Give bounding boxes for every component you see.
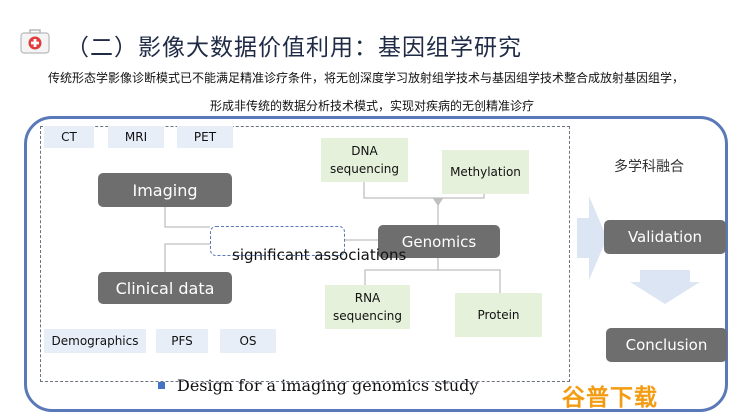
conclusion-node: Conclusion: [606, 328, 727, 362]
modality-pet: PET: [177, 126, 233, 148]
imaging-node: Imaging: [98, 173, 232, 207]
bullet-square-icon: [158, 382, 165, 389]
slide-title: （二）影像大数据价值利用：基因组学研究: [66, 35, 522, 61]
methylation-box: Methylation: [442, 150, 529, 194]
modality-ct: CT: [44, 126, 94, 148]
protein-box: Protein: [455, 293, 542, 337]
subtitle-line-2: 形成非传统的数据分析技术模式，实现对疾病的无创精准诊疗: [210, 99, 535, 113]
multidisciplinary-label: 多学科融合: [614, 159, 684, 175]
medical-kit-icon: [20, 29, 50, 54]
modality-mri: MRI: [108, 126, 164, 148]
watermark-logo: 谷普下载: [562, 385, 658, 411]
dna-sequencing-box: DNA sequencing: [321, 138, 408, 182]
clinical-item-os: OS: [220, 329, 276, 353]
clinical-data-node: Clinical data: [98, 272, 232, 304]
right-arrow-icon: [577, 196, 607, 280]
validation-node: Validation: [604, 220, 726, 254]
down-arrow-icon: [630, 270, 700, 304]
rna-sequencing-box: RNA sequencing: [325, 285, 410, 329]
legend-text: Design for a imaging genomics study: [177, 376, 479, 395]
significant-associations-label: significant associations: [232, 246, 407, 264]
outer-frame: [24, 116, 728, 412]
study-design-frame: [40, 126, 570, 382]
subtitle-line-1: 传统形态学影像诊断模式已不能满足精准诊疗条件，将无创深度学习放射组学技术与基因组…: [48, 71, 685, 85]
clinical-item-pfs: PFS: [156, 329, 208, 353]
genomics-node: Genomics: [378, 225, 500, 258]
significant-associations-box: [210, 226, 345, 256]
clinical-item-demographics: Demographics: [44, 329, 146, 353]
figure-legend: Design for a imaging genomics study: [158, 376, 478, 395]
